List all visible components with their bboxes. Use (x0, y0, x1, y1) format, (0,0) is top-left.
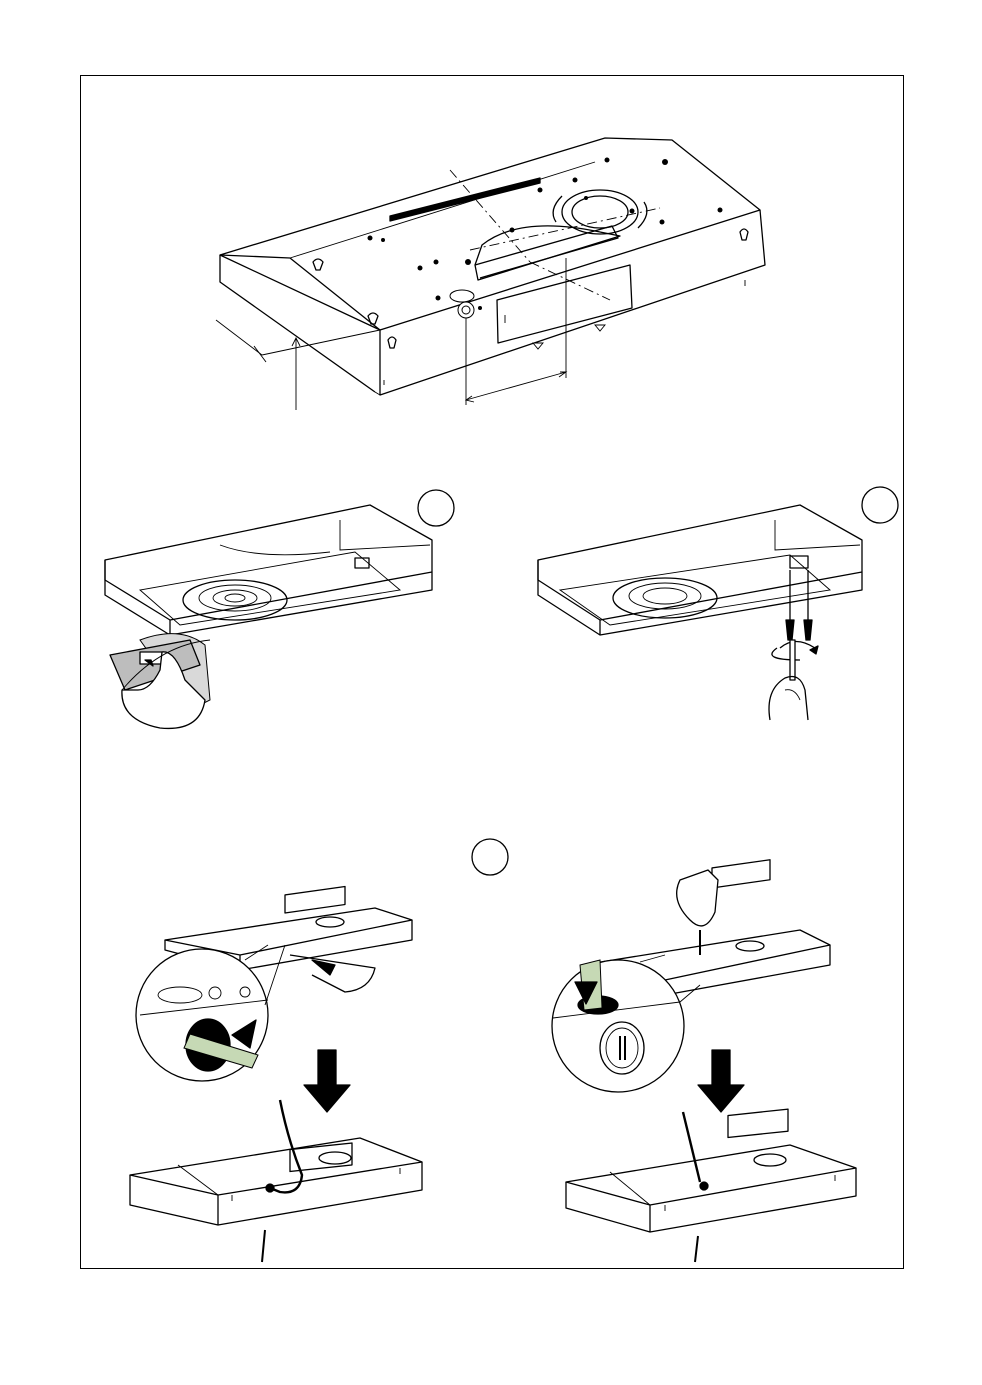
hood-underside-left (105, 505, 432, 635)
arrow-down-left (304, 1050, 350, 1112)
hood-top-view (216, 138, 765, 410)
step-1-marker-right (862, 487, 898, 523)
hood-left-bottom (130, 1100, 422, 1262)
step-2-marker (472, 839, 508, 875)
arrow-down-right (698, 1050, 744, 1112)
filter-release-hand (110, 634, 210, 729)
step-1-marker (418, 490, 454, 526)
screwdriver-hand (769, 570, 818, 720)
hood-right-bottom (566, 1109, 856, 1262)
magnifier-right (552, 955, 700, 1092)
hood-underside-right (538, 505, 862, 635)
